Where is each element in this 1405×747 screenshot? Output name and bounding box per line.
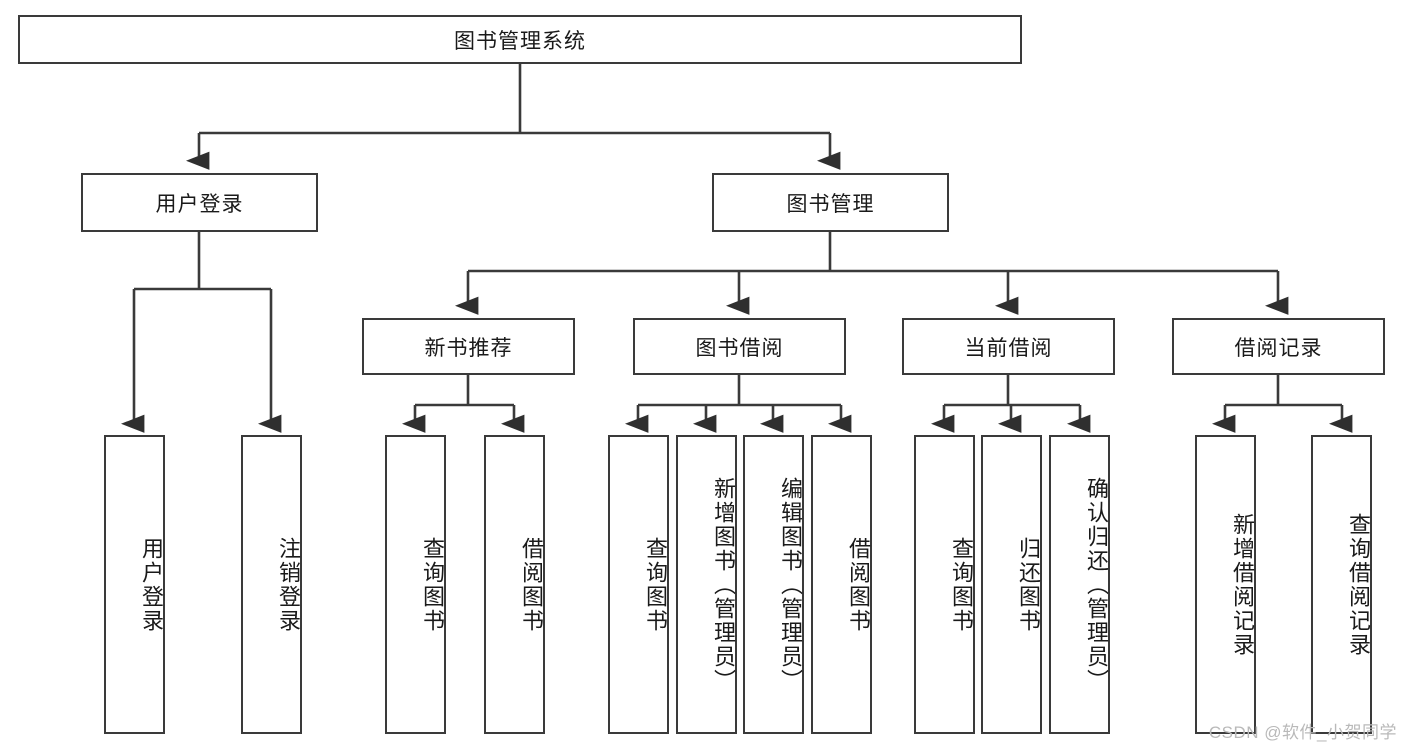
node-label: 用户登录 <box>139 536 164 633</box>
node-new-book-recommend[interactable]: 新书推荐 <box>362 318 575 375</box>
node-label: 查询图书 <box>420 536 445 633</box>
node-book-borrow[interactable]: 图书借阅 <box>633 318 846 375</box>
node-user-login[interactable]: 用户登录 <box>81 173 318 232</box>
watermark-text: CSDN @软件_小贺同学 <box>1208 723 1397 742</box>
leaf-borrow-record-add[interactable]: 新增借阅记录 <box>1195 435 1256 734</box>
node-label: 用户登录 <box>155 192 244 216</box>
node-label: 新书推荐 <box>424 336 513 360</box>
leaf-current-borrow-confirm-return[interactable]: 确认归还（管理员） <box>1049 435 1110 734</box>
node-label: 注销登录 <box>276 536 301 633</box>
node-root-system[interactable]: 图书管理系统 <box>18 15 1022 64</box>
node-current-borrow[interactable]: 当前借阅 <box>902 318 1115 375</box>
leaf-borrow-record-query[interactable]: 查询借阅记录 <box>1311 435 1372 734</box>
node-label: 借阅图书 <box>846 536 871 633</box>
leaf-user-login-signin[interactable]: 用户登录 <box>104 435 165 734</box>
leaf-new-book-query[interactable]: 查询图书 <box>385 435 446 734</box>
leaf-current-borrow-return[interactable]: 归还图书 <box>981 435 1042 734</box>
leaf-current-borrow-query[interactable]: 查询图书 <box>914 435 975 734</box>
leaf-book-borrow-lend[interactable]: 借阅图书 <box>811 435 872 734</box>
node-label: 查询借阅记录 <box>1346 512 1371 657</box>
node-book-management[interactable]: 图书管理 <box>712 173 949 232</box>
node-label: 查询图书 <box>949 536 974 633</box>
leaf-book-borrow-add[interactable]: 新增图书（管理员） <box>676 435 737 734</box>
node-label: 借阅记录 <box>1234 336 1323 360</box>
leaf-new-book-borrow[interactable]: 借阅图书 <box>484 435 545 734</box>
leaf-book-borrow-query[interactable]: 查询图书 <box>608 435 669 734</box>
node-label: 归还图书 <box>1016 536 1041 633</box>
leaf-user-login-signout[interactable]: 注销登录 <box>241 435 302 734</box>
node-label: 图书管理 <box>786 192 875 216</box>
node-label: 当前借阅 <box>964 336 1053 360</box>
node-label: 编辑图书（管理员） <box>778 476 803 693</box>
node-label: 确认归还（管理员） <box>1084 476 1109 693</box>
node-label: 借阅图书 <box>519 536 544 633</box>
node-label: 图书管理系统 <box>454 29 586 53</box>
node-label: 图书借阅 <box>695 336 784 360</box>
node-label: 新增借阅记录 <box>1230 512 1255 657</box>
node-label: 新增图书（管理员） <box>711 476 736 693</box>
leaf-book-borrow-edit[interactable]: 编辑图书（管理员） <box>743 435 804 734</box>
node-label: 查询图书 <box>643 536 668 633</box>
node-borrow-record[interactable]: 借阅记录 <box>1172 318 1385 375</box>
